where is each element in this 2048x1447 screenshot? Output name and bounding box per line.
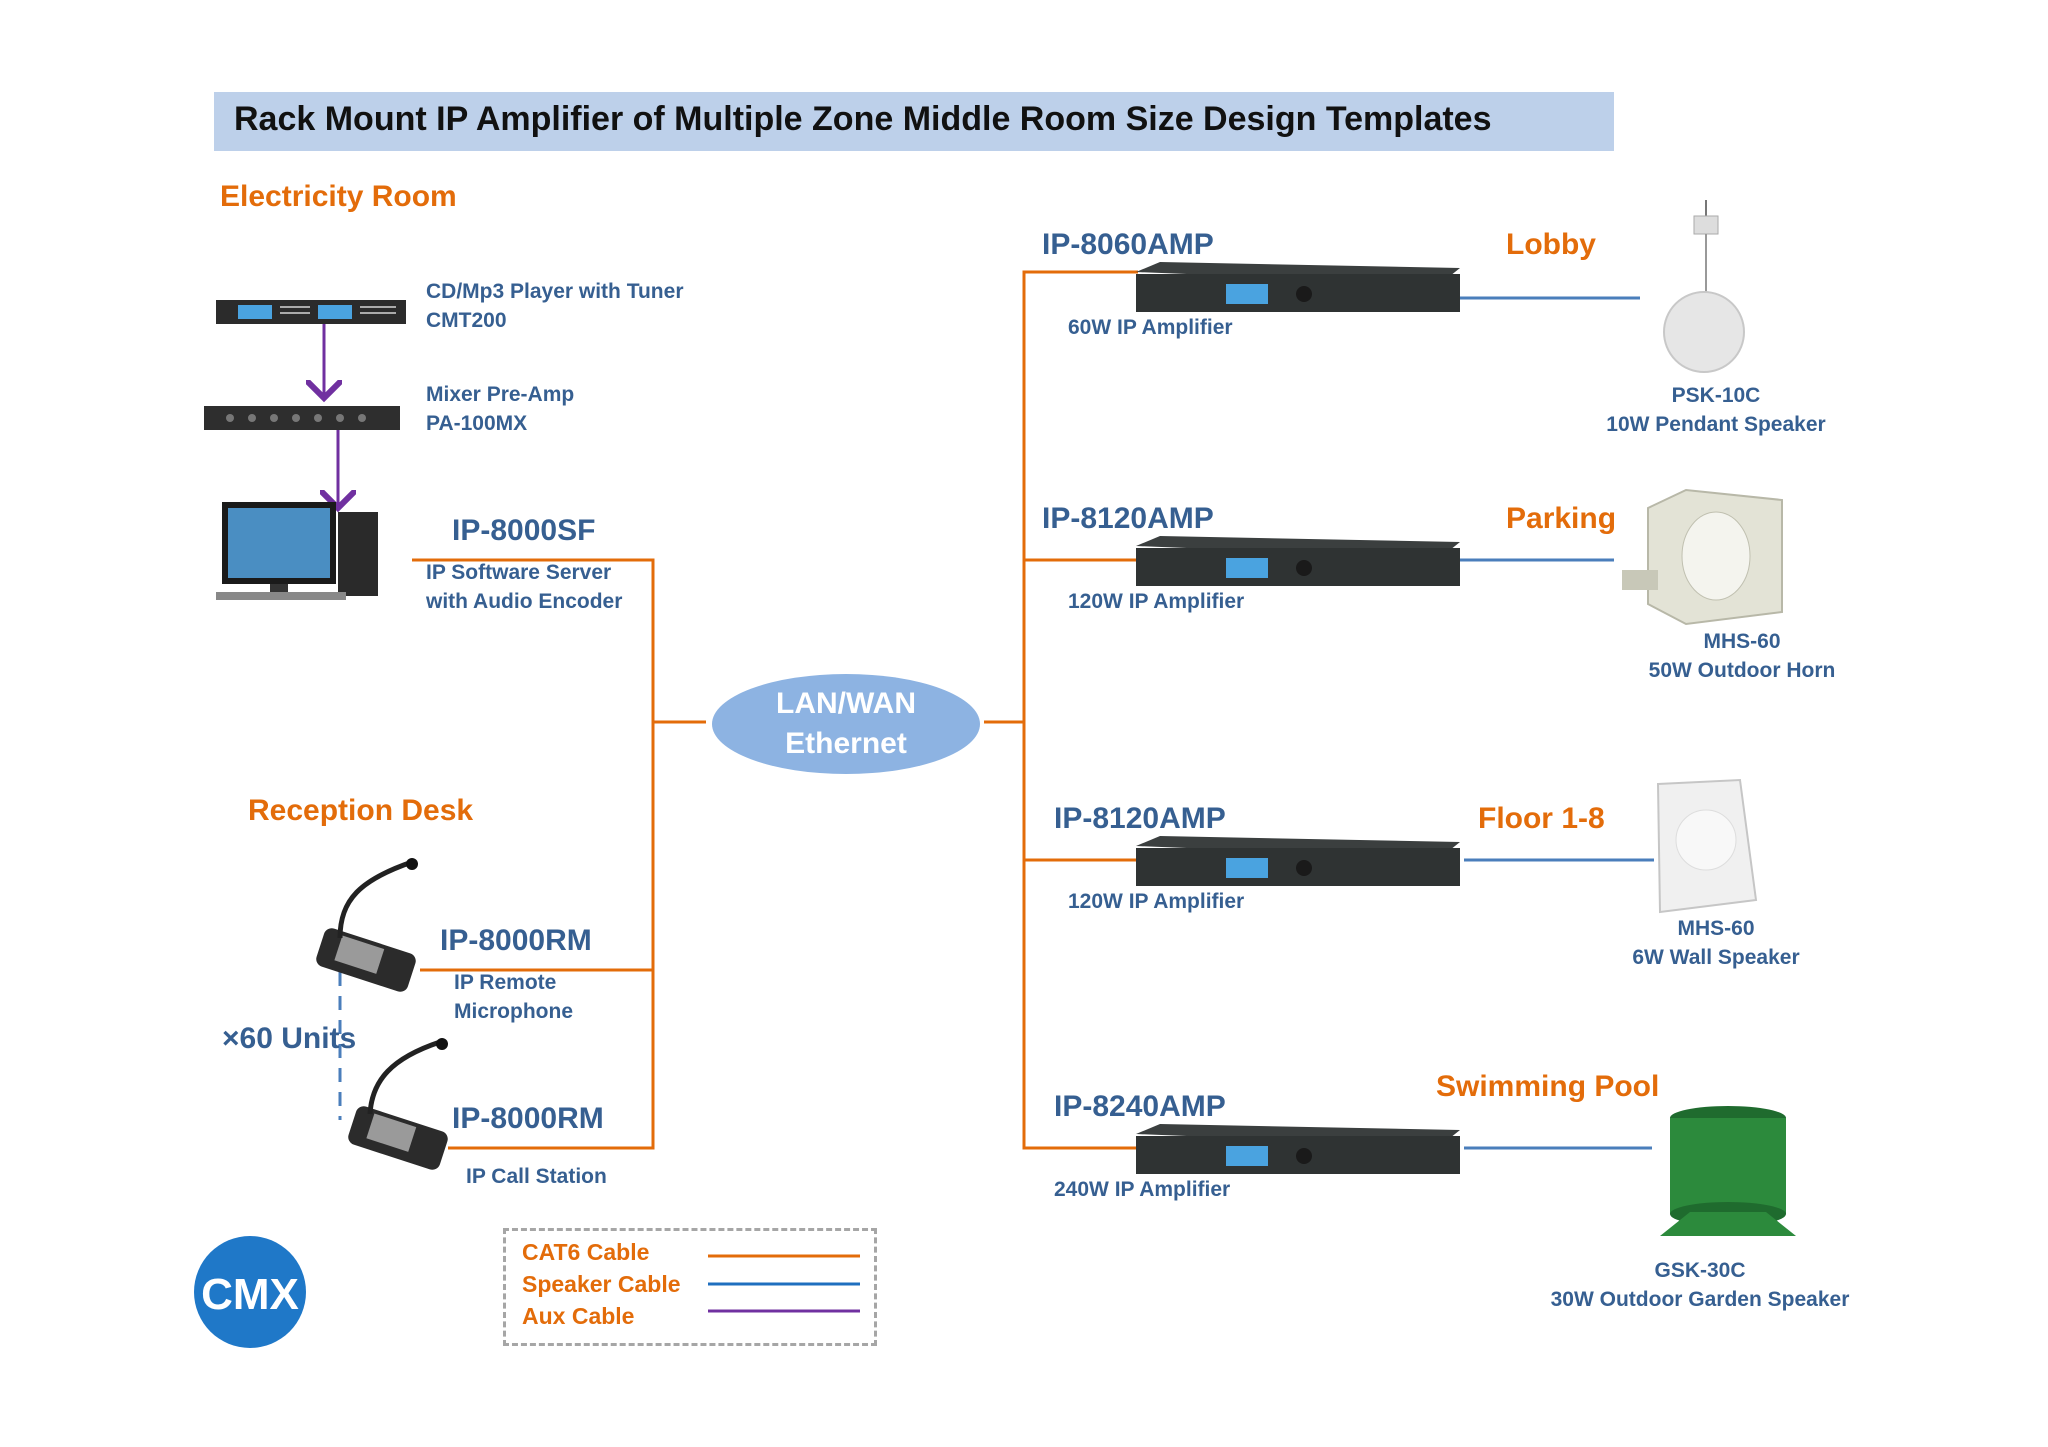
- cat6-cables-left: [412, 558, 706, 1150]
- cd-player-label: CD/Mp3 Player with Tuner CMT200: [426, 277, 684, 335]
- zone4-speaker-model: GSK-30C: [1654, 1259, 1746, 1282]
- zone1-amp-desc: 60W IP Amplifier: [1068, 316, 1233, 339]
- call-station-model: IP-8000RM: [452, 1102, 604, 1135]
- server-desc: IP Software Server with Audio Encoder: [426, 558, 622, 616]
- cmx-logo: CMX: [194, 1236, 306, 1348]
- reception-desk-label: Reception Desk: [248, 794, 474, 827]
- garden-speaker: [1660, 1106, 1796, 1236]
- zone3-speaker-model: MHS-60: [1677, 917, 1755, 940]
- zone4-name: Swimming Pool: [1436, 1070, 1660, 1103]
- remote-mic-line2: Microphone: [454, 1000, 573, 1023]
- zone2-speaker-desc: 50W Outdoor Horn: [1648, 659, 1836, 682]
- zone1-speaker-desc: 10W Pendant Speaker: [1606, 413, 1826, 436]
- amplifier-2: [1136, 536, 1460, 586]
- remote-mic-model: IP-8000RM: [440, 924, 592, 957]
- mixer-device: [204, 406, 400, 430]
- electricity-room-label: Electricity Room: [220, 180, 457, 213]
- lan-wan-line1: LAN/WAN: [776, 687, 916, 720]
- zone1-speaker: PSK-10C 10W Pendant Speaker: [1556, 381, 1876, 439]
- cmx-logo-text: CMX: [201, 1270, 299, 1319]
- remote-mic-device: [316, 858, 418, 992]
- zone1-amp-model: IP-8060AMP: [1042, 228, 1214, 261]
- zone2-speaker: MHS-60 50W Outdoor Horn: [1582, 627, 1902, 685]
- cat6-cables-right: [984, 270, 1138, 1150]
- units-label: ×60 Units: [222, 1022, 356, 1056]
- cd-player-name: CD/Mp3 Player with Tuner: [426, 280, 684, 303]
- mixer-name: Mixer Pre-Amp: [426, 383, 575, 406]
- remote-mic-line1: IP Remote: [454, 971, 557, 994]
- zone1-speaker-model: PSK-10C: [1671, 384, 1761, 407]
- zone2-amp-model: IP-8120AMP: [1042, 502, 1214, 535]
- amplifier-4: [1136, 1124, 1460, 1174]
- legend-cat6: CAT6 Cable: [522, 1239, 650, 1265]
- speaker-cables: [1436, 296, 1654, 1150]
- zone2-speaker-model: MHS-60: [1703, 630, 1781, 653]
- lan-wan-ellipse: [712, 674, 980, 774]
- title-bar: [214, 92, 1614, 151]
- computer-device: [216, 502, 378, 600]
- zone4-speaker: GSK-30C 30W Outdoor Garden Speaker: [1530, 1256, 1870, 1314]
- zone3-name: Floor 1-8: [1478, 802, 1605, 835]
- page-title: Rack Mount IP Amplifier of Multiple Zone…: [234, 100, 1492, 138]
- remote-mic-desc: IP Remote Microphone: [454, 968, 573, 1026]
- server-desc-line1: IP Software Server: [426, 561, 612, 584]
- zone4-amp-model: IP-8240AMP: [1054, 1090, 1226, 1123]
- multiply-icon: ×: [222, 1022, 240, 1055]
- cd-player-device: [216, 300, 406, 324]
- call-station-device: [348, 1038, 448, 1170]
- lan-wan-label: LAN/WAN Ethernet: [712, 684, 980, 764]
- cd-player-model: CMT200: [426, 309, 507, 332]
- amplifier-3: [1136, 836, 1460, 886]
- mixer-label: Mixer Pre-Amp PA-100MX: [426, 380, 574, 438]
- legend-speaker: Speaker Cable: [522, 1271, 681, 1297]
- zone4-amp-desc: 240W IP Amplifier: [1054, 1178, 1231, 1201]
- zone3-amp-model: IP-8120AMP: [1054, 802, 1226, 835]
- call-station-desc: IP Call Station: [466, 1165, 607, 1188]
- zone3-speaker-desc: 6W Wall Speaker: [1632, 946, 1800, 969]
- units-count: 60 Units: [239, 1022, 357, 1055]
- legend-box: [503, 1228, 877, 1346]
- mixer-model: PA-100MX: [426, 412, 528, 435]
- zone2-name: Parking: [1506, 502, 1617, 535]
- zone4-speaker-desc: 30W Outdoor Garden Speaker: [1550, 1288, 1850, 1311]
- zone3-speaker: MHS-60 6W Wall Speaker: [1556, 914, 1876, 972]
- aux-cables: [324, 324, 338, 508]
- amplifier-1: [1136, 262, 1460, 312]
- lan-wan-line2: Ethernet: [785, 727, 907, 760]
- horn-speaker: [1622, 488, 1783, 626]
- server-desc-line2: with Audio Encoder: [426, 590, 623, 613]
- zone1-name: Lobby: [1506, 228, 1596, 261]
- legend-lines: [708, 1254, 860, 1313]
- zone2-amp-desc: 120W IP Amplifier: [1068, 590, 1245, 613]
- server-model: IP-8000SF: [452, 514, 596, 547]
- pendant-speaker: [1663, 200, 1745, 373]
- wall-speaker: [1656, 778, 1758, 914]
- zone3-amp-desc: 120W IP Amplifier: [1068, 890, 1245, 913]
- legend-aux: Aux Cable: [522, 1303, 635, 1329]
